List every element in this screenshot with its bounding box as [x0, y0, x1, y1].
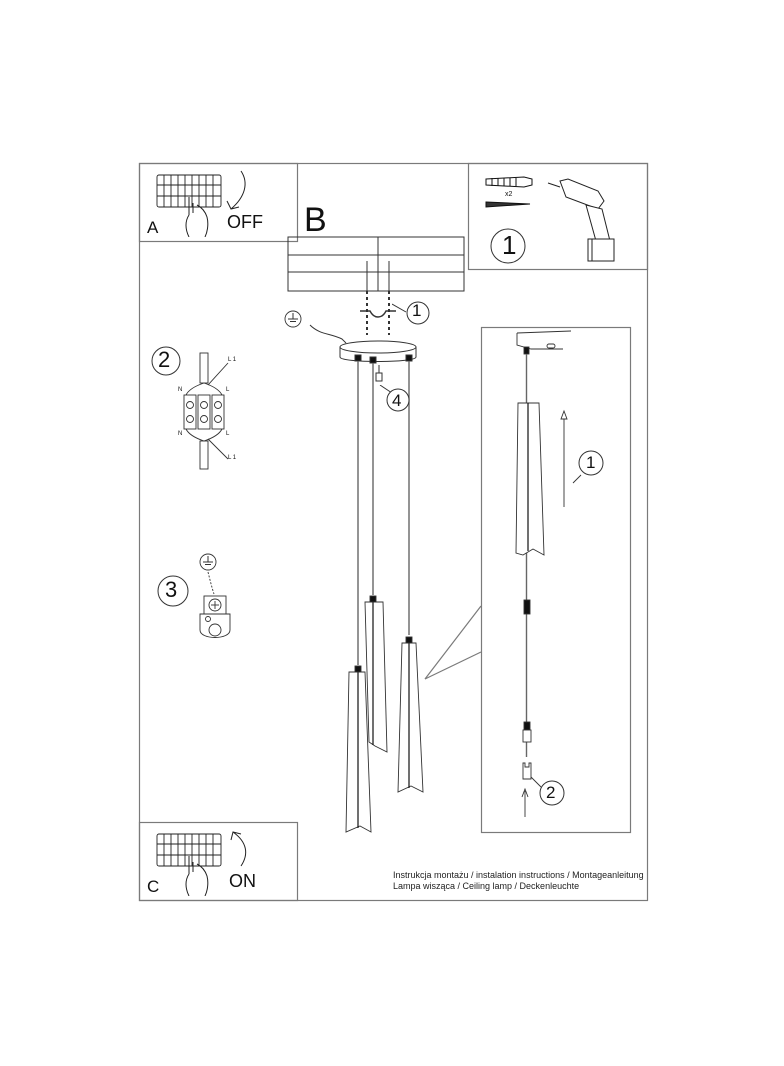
ground-symbol-icon	[284, 310, 302, 328]
panel-a: A OFF	[139, 163, 298, 242]
footer-instructions: Instrukcja montażu / instalation instruc…	[393, 870, 644, 880]
step-3-number: 3	[165, 577, 178, 602]
step-2-number: 2	[158, 347, 171, 372]
footer-product: Lampa wisząca / Ceiling lamp / Deckenleu…	[393, 881, 580, 891]
panel-c-letter: C	[147, 877, 160, 896]
callout-4-label: 4	[392, 391, 402, 410]
callout-1-badge	[578, 450, 604, 476]
drill-icon	[547, 178, 615, 262]
detail-panel: 1 2	[481, 327, 631, 833]
wall-plug-icon	[485, 176, 533, 188]
wire-label-n-bottom: N	[178, 431, 183, 437]
detail-drawing	[515, 330, 582, 817]
step-1-number: 1	[502, 230, 517, 260]
wire-label-l-top: L	[226, 387, 230, 393]
on-label: ON	[229, 871, 256, 891]
wire-label-l1-top: L 1	[228, 357, 237, 363]
wire-label-l1-bottom: L 1	[228, 455, 237, 461]
wire-label-n-top: N	[178, 387, 183, 393]
detail-callout-1: 1	[586, 453, 596, 472]
step-2-badge	[151, 346, 181, 376]
step-2: 2 L 1 N L N L L 1	[148, 345, 258, 470]
callout-1-label: 1	[412, 301, 422, 320]
detail-callout-2: 2	[546, 783, 556, 802]
curved-arrow-up-icon	[230, 831, 247, 867]
quantity-label: x2	[505, 191, 513, 198]
hand-icon	[185, 856, 209, 896]
hand-icon	[185, 197, 209, 237]
wire-connector-icon	[183, 352, 229, 470]
step-3: 3	[150, 550, 250, 640]
panel-b-letter: B	[304, 201, 327, 239]
panel-c: C ON	[139, 822, 298, 901]
step-1-badge	[490, 228, 526, 264]
callout-2-badge	[539, 780, 565, 806]
callout-4-icon	[379, 385, 410, 412]
tools-panel: x2 1	[468, 163, 648, 270]
ground-symbol-icon	[199, 553, 217, 571]
panel-b: B	[280, 195, 480, 855]
panel-a-letter: A	[147, 218, 159, 237]
callout-1-icon	[392, 301, 430, 325]
off-label: OFF	[227, 212, 263, 232]
ground-terminal-icon	[199, 571, 231, 638]
screw-icon	[485, 201, 531, 208]
ceiling-icon	[287, 236, 465, 665]
step-3-badge	[157, 575, 189, 607]
curved-arrow-down-icon	[226, 170, 246, 210]
wire-label-l-bottom: L	[226, 431, 230, 437]
